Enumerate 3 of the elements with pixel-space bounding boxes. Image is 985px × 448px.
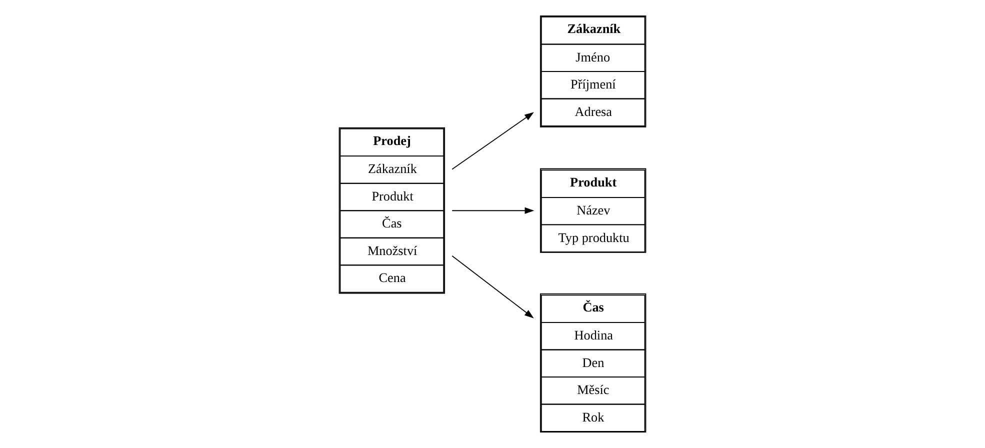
- arrow: [452, 207, 534, 214]
- arrow: [452, 112, 534, 170]
- arrow: [452, 255, 534, 318]
